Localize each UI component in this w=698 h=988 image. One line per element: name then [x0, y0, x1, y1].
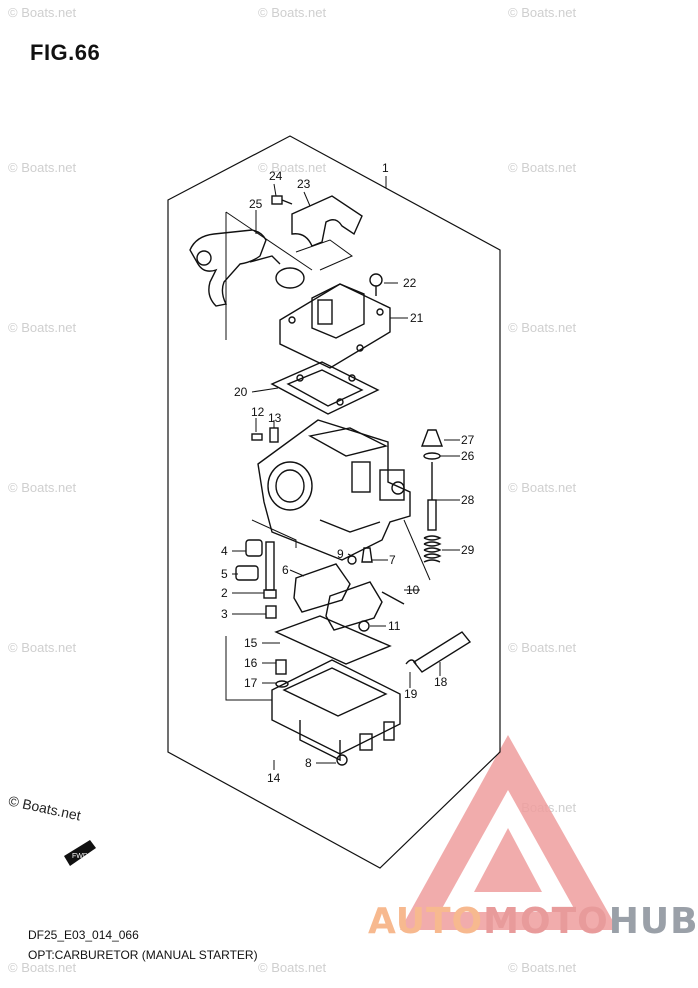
callout-18: 18: [434, 675, 448, 689]
callout-3: 3: [221, 607, 228, 621]
watermark: © Boats.net: [8, 160, 77, 175]
watermark: © Boats.net: [508, 640, 577, 655]
starter-link-part: [189, 229, 305, 307]
callout-21: 21: [410, 311, 424, 325]
drain-screw-parts: [275, 659, 289, 688]
bolt-part: [271, 195, 293, 205]
callout-26: 26: [461, 449, 475, 463]
carburetor-body-part: [257, 419, 411, 561]
diagram-caption: OPT:CARBURETOR (MANUAL STARTER): [28, 948, 258, 962]
cover-part: [291, 195, 363, 247]
forward-arrow-icon: FWD: [64, 840, 96, 866]
watermark: © Boats.net: [508, 960, 577, 975]
watermark: © Boats.net: [258, 160, 327, 175]
watermark: © Boats.net: [258, 960, 327, 975]
watermark: © Boats.net: [8, 480, 77, 495]
watermark: © Boats.net: [8, 5, 77, 20]
jets-parts: [235, 539, 277, 619]
callout-labels: 1 24 23 25 22 21 20 12 13 27 26 28 29 4 …: [221, 161, 475, 785]
jet-needle-assembly: [420, 429, 444, 563]
float-part: [293, 563, 383, 631]
callout-15: 15: [244, 636, 258, 650]
top-cover-part: [279, 283, 391, 369]
fwd-label: FWD: [72, 853, 88, 860]
callout-23: 23: [297, 177, 311, 191]
leader-lines: [225, 176, 460, 770]
pin-part: [381, 591, 405, 605]
callout-11: 11: [388, 619, 401, 633]
screw-part-11: [358, 620, 370, 632]
watermark: © Boats.net: [508, 5, 577, 20]
figure-title: FIG.66: [30, 40, 101, 65]
assembly-boundary: [167, 135, 501, 869]
callout-19: 19: [404, 687, 418, 701]
watermark: © Boats.net: [8, 960, 77, 975]
brand-part-2: MOTO: [483, 901, 609, 942]
float-chamber-part: [271, 659, 401, 762]
brand-logo: AUTOMOTOHUB: [368, 901, 698, 942]
screw-part-8: [336, 754, 348, 766]
watermark: © Boats.net: [508, 160, 577, 175]
callout-17: 17: [244, 676, 258, 690]
gasket-part: [270, 361, 380, 415]
hose-parts: [405, 631, 472, 673]
callout-29: 29: [461, 543, 475, 557]
callout-28: 28: [461, 493, 475, 507]
callout-8: 8: [305, 756, 312, 770]
callout-13: 13: [268, 411, 282, 425]
float-chamber-gasket: [274, 615, 392, 665]
callout-7: 7: [389, 553, 396, 567]
callout-12: 12: [251, 405, 265, 419]
brand-part-1: AUTO: [368, 901, 484, 942]
callout-24: 24: [269, 169, 283, 183]
brand-triangle-logo: [400, 735, 618, 930]
callout-27: 27: [461, 433, 475, 447]
watermark: © Boats.net: [508, 480, 577, 495]
callout-5: 5: [221, 567, 228, 581]
callout-16: 16: [244, 656, 258, 670]
callout-1: 1: [382, 161, 389, 175]
watermark: © Boats.net: [8, 320, 77, 335]
watermark: © Boats.net: [508, 320, 577, 335]
watermark: © Boats.net: [8, 640, 77, 655]
callout-2: 2: [221, 586, 228, 600]
brand-part-3: HUB: [608, 901, 698, 942]
callout-25: 25: [249, 197, 263, 211]
watermark: © Boats.net: [258, 5, 327, 20]
callout-4: 4: [221, 544, 228, 558]
screw-part: [369, 273, 383, 296]
callout-10: 10: [406, 583, 420, 597]
callout-9: 9: [337, 547, 344, 561]
diagram-code: DF25_E03_014_066: [28, 928, 139, 942]
callout-6: 6: [282, 563, 289, 577]
callout-22: 22: [403, 276, 417, 290]
callout-14: 14: [267, 771, 281, 785]
callout-20: 20: [234, 385, 248, 399]
bracket-lines: [225, 212, 431, 701]
